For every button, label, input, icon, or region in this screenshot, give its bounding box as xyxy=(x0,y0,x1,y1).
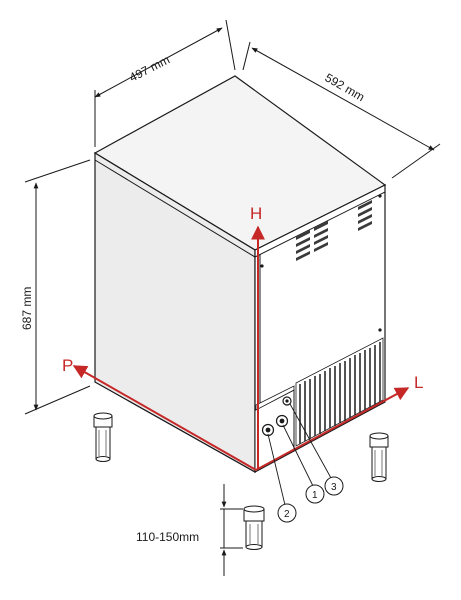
dimension-height: 687 mm xyxy=(20,159,91,415)
axis-p-arrow xyxy=(72,365,257,471)
screw-icon xyxy=(378,194,382,198)
connector-1-icon xyxy=(275,414,289,428)
connection-panel xyxy=(254,385,295,471)
foot-right xyxy=(369,432,389,482)
callout-2: 2 xyxy=(277,503,297,523)
screw-icon xyxy=(260,264,264,268)
axis-arrows xyxy=(72,225,410,471)
top-vents xyxy=(296,200,372,261)
axis-l-label: L xyxy=(414,373,423,392)
width-label: 497 mm xyxy=(127,53,172,85)
callout-3: 3 xyxy=(324,476,344,496)
connector-3-icon xyxy=(282,396,292,406)
connector-2-icon xyxy=(261,423,275,437)
height-label: 687 mm xyxy=(20,287,34,330)
callout-1: 1 xyxy=(305,484,325,504)
screw-icon xyxy=(378,328,382,332)
axis-l-arrow xyxy=(255,387,410,471)
feet-height-label: 110-150mm xyxy=(136,530,199,544)
depth-label: 592 mm xyxy=(323,70,368,104)
foot-left xyxy=(93,412,113,462)
axis-p-label: P xyxy=(62,356,73,375)
svg-text:3: 3 xyxy=(331,482,337,493)
dimension-feet: 110-150mm xyxy=(136,484,243,576)
axis-h-label: H xyxy=(250,204,262,223)
svg-text:1: 1 xyxy=(312,490,318,501)
callout-leaders xyxy=(267,403,332,506)
bottom-grille xyxy=(295,337,384,447)
svg-text:2: 2 xyxy=(284,509,290,520)
feet xyxy=(93,412,389,550)
foot-front xyxy=(243,505,265,550)
